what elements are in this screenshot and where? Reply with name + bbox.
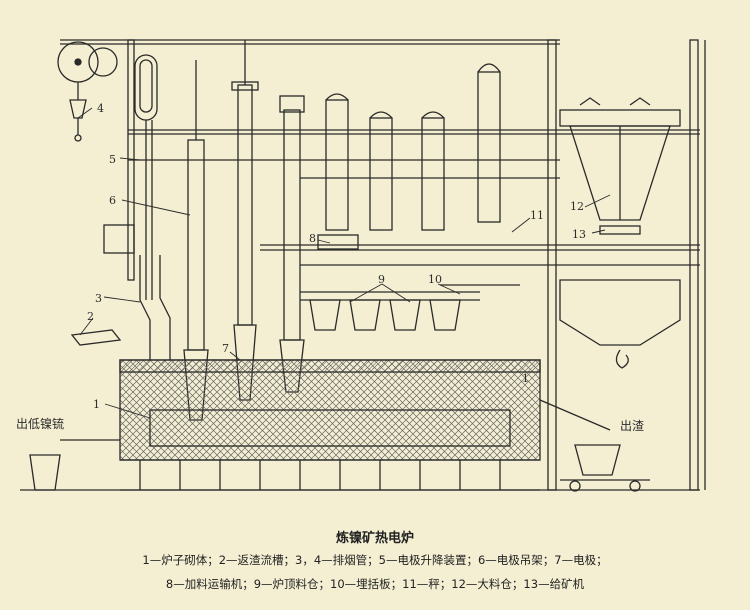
callout-4: 4 <box>97 102 104 115</box>
electrode-hoist-device <box>103 54 158 300</box>
callout-1-left: 1 <box>93 398 100 411</box>
callout-10: 10 <box>428 273 442 286</box>
callout-9: 9 <box>378 273 385 286</box>
exhaust-stack-1 <box>325 93 349 231</box>
exhaust-stack-4 <box>477 63 501 223</box>
exhaust-stack-3 <box>421 111 445 231</box>
big-bin <box>559 97 681 221</box>
callout-8: 8 <box>309 232 316 245</box>
slag-outlet-label: 出渣 <box>620 419 644 433</box>
callout-2: 2 <box>87 310 94 323</box>
callout-3: 3 <box>95 292 102 305</box>
matte-outlet-label: 出低镍锍 <box>16 416 64 431</box>
electrode-3 <box>279 95 305 393</box>
matte-ladle <box>29 439 120 491</box>
lower-bin <box>559 279 681 369</box>
legend-line-2: 8—加料运输机；9—炉顶料仓；10—埋括板；11—秤；12—大料仓；13—给矿机 <box>165 577 585 591</box>
slag-car <box>539 399 650 492</box>
smoke-pipe <box>139 255 171 360</box>
leader-lines <box>77 107 611 419</box>
roof-hoppers <box>300 291 480 331</box>
callout-11: 11 <box>530 209 544 222</box>
electrode-2 <box>231 40 259 401</box>
callout-7: 7 <box>222 342 229 355</box>
furnace-body <box>119 359 541 491</box>
foundation <box>20 460 700 491</box>
legend-line-1: 1—炉子砌体；2—返渣流槽；3，4—排烟管；5—电极升降装置；6—电极吊架；7—… <box>142 553 608 567</box>
figure-title: 炼镍矿热电炉 <box>335 531 414 546</box>
callout-5: 5 <box>109 153 116 166</box>
charging-conveyor <box>317 234 359 250</box>
exhaust-stack-2 <box>369 111 393 231</box>
callout-6: 6 <box>109 194 116 207</box>
ore-feeder <box>599 225 641 235</box>
callout-13: 13 <box>572 228 586 241</box>
callout-1-right: 1 <box>522 372 529 385</box>
callout-12: 12 <box>570 200 584 213</box>
slag-launder <box>70 329 122 346</box>
pulley-wheel <box>57 41 118 142</box>
